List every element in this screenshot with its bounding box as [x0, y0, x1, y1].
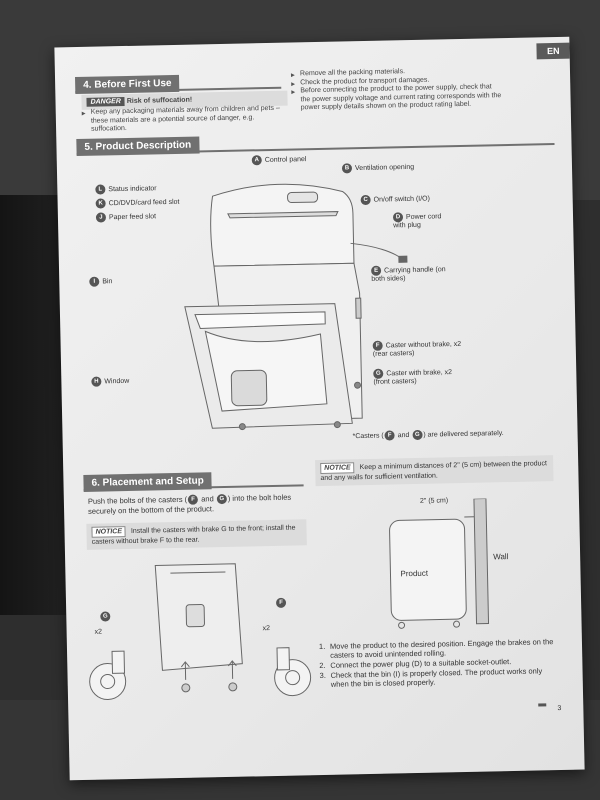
before-use-bullets: Remove all the packing materials. Check … — [291, 66, 502, 113]
danger-text-block: Keep any packaging materials away from c… — [82, 105, 282, 135]
caster-assembly-drawing — [89, 563, 312, 700]
shredder-drawing — [184, 183, 408, 431]
placement-intro: Push the bolts of the casters (F and G) … — [87, 492, 292, 516]
notice-badge: NOTICE — [320, 462, 355, 474]
product-label: Product — [400, 568, 429, 579]
bullet-check-power: Before connecting the product to the pow… — [291, 83, 501, 113]
notice-casters: NOTICE Install the casters with brake G … — [86, 519, 307, 550]
distance-label: 2" (5 cm) — [419, 497, 449, 505]
danger-heading: Risk of suffocation! — [126, 96, 193, 105]
danger-text: Keep any packaging materials away from c… — [82, 105, 282, 135]
danger-badge: DANGER — [86, 97, 125, 107]
notice-ventilation: NOTICE Keep a minimum distances of 2" (5… — [315, 455, 554, 487]
end-mark — [538, 703, 547, 707]
x2-label-right: x2 — [262, 625, 271, 633]
notice-badge: NOTICE — [91, 526, 127, 538]
wall-clearance-diagram — [389, 498, 490, 629]
setup-steps: 1.Move the product to the desired positi… — [319, 637, 555, 690]
step-3: 3.Check that the bin (I) is properly clo… — [319, 666, 543, 689]
language-tag: EN — [536, 42, 570, 60]
wall-label: Wall — [493, 552, 509, 562]
page-number: 3 — [557, 705, 562, 713]
manual-page: EN 4. Before First Use DANGER Risk of su… — [54, 36, 585, 781]
casters-note: *Casters (F and G) are delivered separat… — [352, 429, 504, 441]
x2-label-left: x2 — [94, 628, 103, 636]
